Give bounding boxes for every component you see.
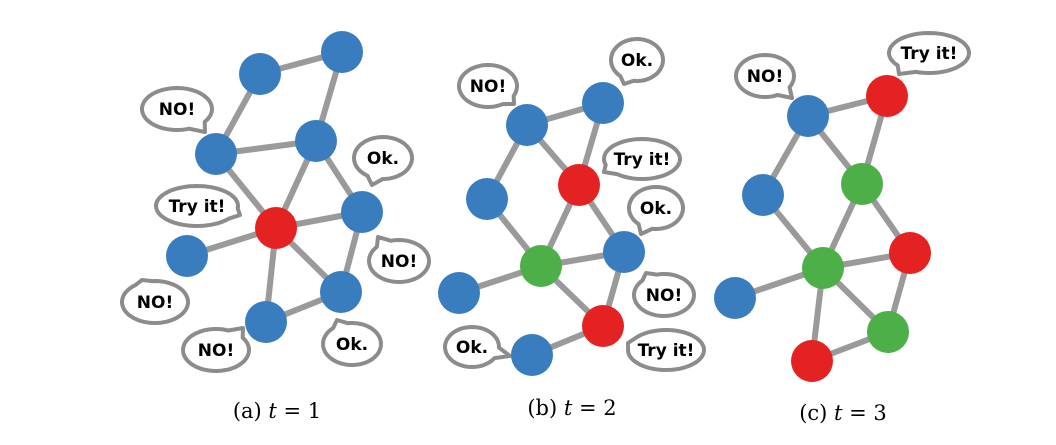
node-c3-green — [841, 163, 883, 205]
speech-bubble-text: Ok. — [456, 338, 488, 358]
caption-panel-a: (a) t = 1 — [233, 399, 321, 423]
node-c1-red — [866, 75, 908, 117]
node-c5-green — [802, 247, 844, 289]
node-b5-green — [520, 245, 562, 287]
node-a6-blue — [341, 191, 383, 233]
node-b9-blue — [511, 334, 553, 376]
speech-bubble-shape — [627, 185, 685, 236]
speech-bubble-a6: NO! — [181, 326, 251, 373]
speech-bubble-text: Try it! — [901, 44, 958, 64]
speech-bubble-text: Ok. — [367, 149, 399, 169]
speech-bubble-shape — [609, 37, 665, 86]
node-b6-blue — [603, 231, 645, 273]
speech-bubble-shape — [734, 53, 796, 100]
speech-bubble-shape — [352, 135, 414, 187]
speech-bubble-a2: Ok. — [352, 135, 414, 187]
speech-bubble-text: NO! — [198, 341, 234, 361]
node-b4-blue — [466, 178, 508, 220]
speech-bubble-b3: Try it! — [602, 137, 682, 181]
speech-bubble-text: NO! — [381, 252, 417, 272]
node-a8-blue — [320, 271, 362, 313]
node-a9-blue — [245, 301, 287, 343]
caption-panel-c: (c) t = 3 — [799, 401, 887, 425]
speech-bubble-text: NO! — [159, 100, 195, 120]
node-a1-blue — [239, 53, 281, 95]
speech-bubble-text: NO! — [470, 77, 506, 97]
speech-bubble-text: Try it! — [638, 341, 695, 361]
speech-bubble-shape — [626, 328, 706, 372]
caption-panel-b: (b) t = 2 — [527, 396, 616, 420]
speech-bubble-text: Ok. — [336, 335, 368, 355]
speech-bubble-text: Ok. — [621, 51, 653, 71]
speech-bubble-a5: NO! — [120, 278, 190, 325]
speech-bubble-a3: Try it! — [154, 184, 242, 228]
node-b1-blue — [506, 104, 548, 146]
speech-bubble-shape — [887, 31, 971, 76]
speech-bubble-b6: Try it! — [626, 328, 706, 372]
speech-bubble-shape — [632, 271, 696, 318]
speech-bubble-text: Try it! — [614, 150, 671, 170]
node-c9-red — [791, 340, 833, 382]
speech-bubble-c1: Try it! — [887, 31, 971, 76]
speech-bubble-b1: Ok. — [609, 37, 665, 86]
node-c6-red — [889, 232, 931, 274]
node-b3-red — [558, 164, 600, 206]
speech-bubble-b4: Ok. — [627, 185, 685, 236]
node-a5-red — [255, 207, 297, 249]
node-b8-red — [582, 305, 624, 347]
speech-bubble-shape — [443, 325, 512, 369]
speech-bubble-shape — [321, 318, 383, 367]
speech-bubble-shape — [154, 184, 242, 228]
node-b7-blue — [438, 272, 480, 314]
speech-bubble-shape — [140, 86, 214, 134]
speech-bubble-shape — [181, 326, 251, 373]
speech-bubble-b2: NO! — [457, 63, 519, 109]
speech-bubble-b7: Ok. — [443, 325, 512, 369]
speech-bubble-shape — [367, 235, 431, 284]
node-c7-blue — [714, 277, 756, 319]
speech-bubble-c2: NO! — [734, 53, 796, 100]
speech-bubble-shape — [120, 278, 190, 325]
node-a4-blue — [295, 120, 337, 162]
speech-bubble-a7: Ok. — [321, 318, 383, 367]
speech-bubble-text: NO! — [747, 67, 783, 87]
speech-bubble-text: Try it! — [169, 197, 226, 217]
speech-bubble-text: Ok. — [640, 199, 672, 219]
node-b2-blue — [582, 82, 624, 124]
node-c8-green — [867, 311, 909, 353]
node-a3-blue — [195, 133, 237, 175]
node-c2-blue — [787, 95, 829, 137]
bubbles-layer: NO! Ok. Try it! NO! NO! NO! Ok. Ok. NO! Try it! Ok… — [120, 31, 971, 373]
speech-bubble-a4: NO! — [367, 235, 431, 284]
speech-bubble-text: NO! — [137, 293, 173, 313]
speech-bubble-shape — [602, 137, 682, 181]
nodes-layer — [166, 31, 931, 382]
speech-bubble-b5: NO! — [632, 271, 696, 318]
speech-bubble-shape — [457, 63, 519, 109]
speech-bubble-text: NO! — [646, 286, 682, 306]
speech-bubble-a1: NO! — [140, 86, 214, 134]
node-a2-blue — [321, 31, 363, 73]
node-a7-blue — [166, 235, 208, 277]
node-c4-blue — [742, 174, 784, 216]
